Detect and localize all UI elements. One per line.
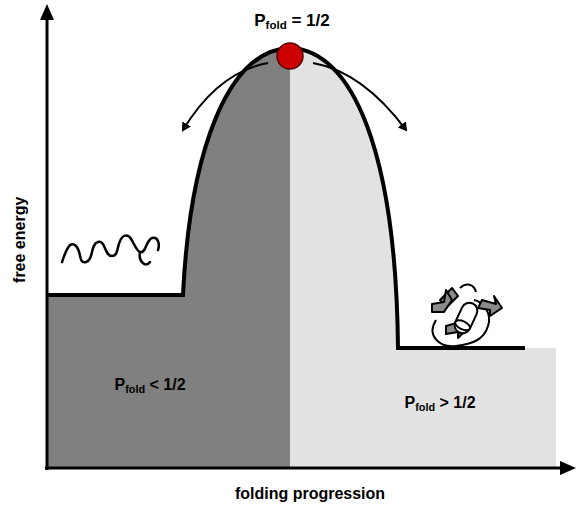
- energy-profile: [47, 48, 525, 348]
- unfolded-chain: [62, 235, 159, 264]
- folded-protein: [432, 285, 502, 347]
- transition-state-label: Pfold = 1/2: [254, 12, 330, 32]
- x-axis: [45, 467, 562, 470]
- y-axis-head: [40, 4, 54, 20]
- unfold-arrow: [183, 63, 268, 130]
- region-label: Pfold > 1/2: [404, 394, 475, 414]
- region-label: Pfold < 1/2: [114, 376, 185, 396]
- transition-state: [277, 43, 303, 69]
- y-axis-label: free energy: [11, 197, 29, 283]
- fold-arrow: [313, 63, 406, 130]
- x-axis-label: folding progression: [235, 485, 385, 503]
- unfolded-region: [47, 48, 290, 468]
- x-axis-head: [560, 461, 576, 475]
- y-axis: [46, 18, 49, 470]
- folded-region: [290, 48, 556, 468]
